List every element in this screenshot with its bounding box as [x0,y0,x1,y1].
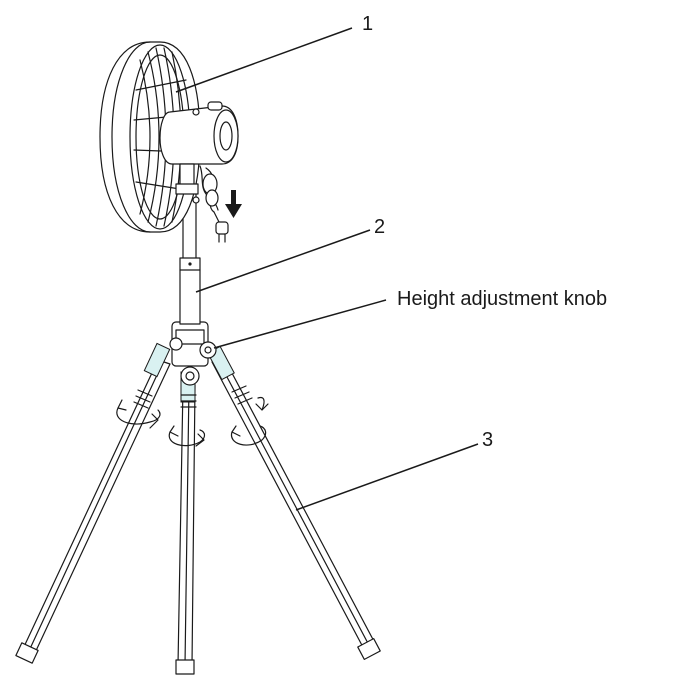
leader-lines [175,27,479,511]
fan-head [99,41,239,233]
callout-label-3: 3 [482,429,493,451]
leader-line-2 [195,229,371,293]
callout-label-1: 1 [362,13,373,35]
height-adjustment-knob [199,341,217,359]
callout-label-2: 2 [374,216,385,238]
leader-line-1 [175,27,353,93]
arrow-down-icon [225,190,242,218]
leader-line-knob [213,299,387,349]
tripod-leg-center [175,384,196,675]
tripod-leg-left [15,359,171,664]
callout-label-height-knob: Height adjustment knob [397,288,607,310]
rotate-arrow-icon [116,396,269,447]
tripod-leg-right [211,357,381,661]
tripod-hub [169,321,209,386]
tripod-legs [15,342,381,675]
power-cord [199,165,229,243]
leader-line-3 [295,443,479,511]
